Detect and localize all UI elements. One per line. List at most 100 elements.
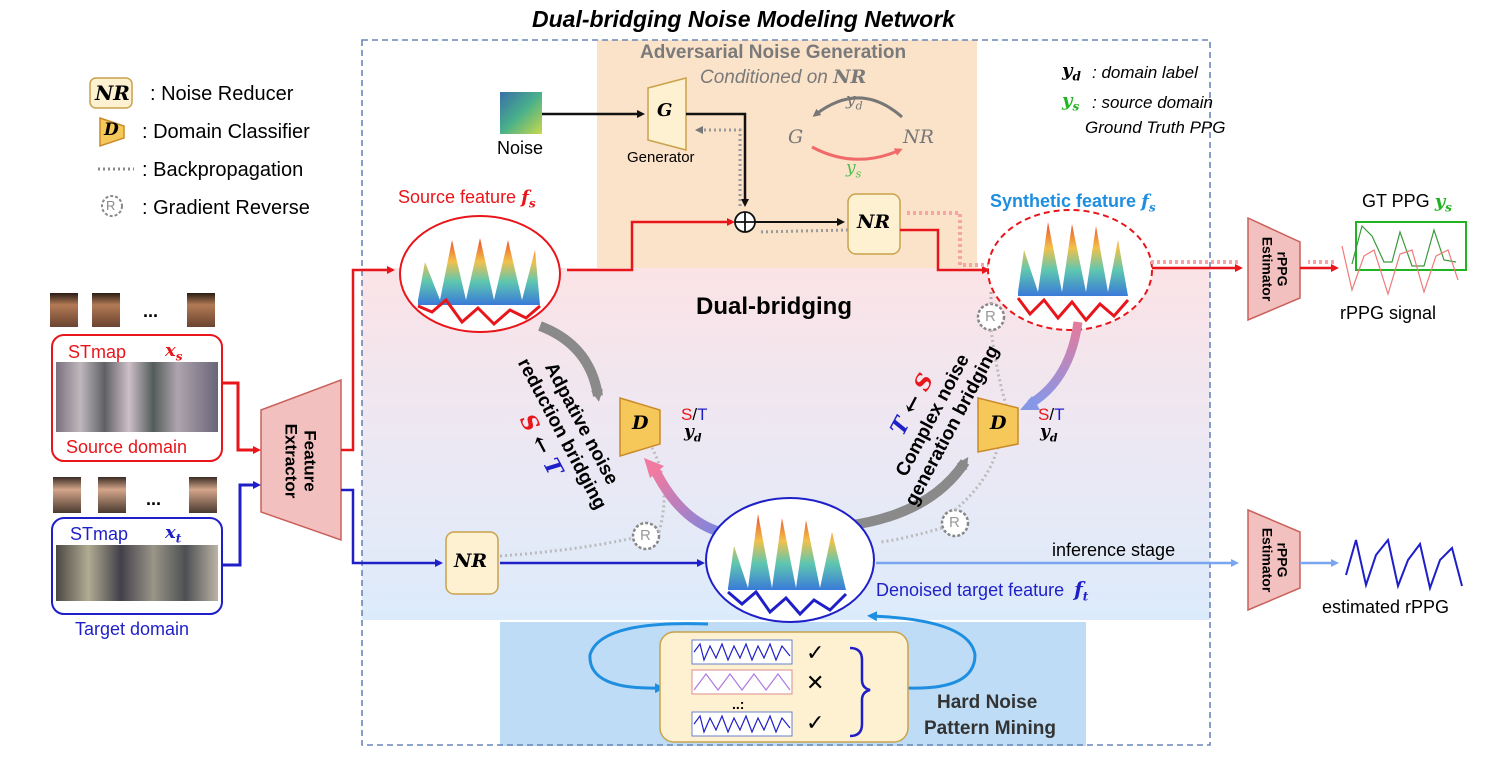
legend-d-text: : Domain Classifier (142, 121, 310, 143)
source-face-2 (92, 293, 120, 327)
gt-ppg-box (1355, 221, 1467, 271)
right-d-backprop (954, 445, 1000, 512)
target-x-symbol: xt (165, 522, 182, 546)
right-d-output-yd: yd (1040, 422, 1058, 445)
hard-noise-label-1: Hard Noise (937, 692, 1038, 713)
estimator-block-top (1247, 216, 1301, 322)
target-faces-dots: ... (146, 489, 162, 509)
gt-ppg-label: GT PPG ys (1362, 191, 1452, 215)
source-domain-label: Source domain (66, 437, 188, 457)
denoised-to-right-d-arrow (845, 456, 970, 531)
source-to-d-arrow (538, 321, 603, 402)
mining-check-1: ✓ (806, 640, 825, 665)
dual-bridging-label: Dual-bridging (696, 293, 852, 320)
source-stmap-label: STmap (68, 342, 127, 362)
legend-nr-text: : Noise Reducer (150, 83, 294, 105)
mining-loop-right (867, 611, 977, 690)
adversarial-subtitle: Conditioned on NR (700, 66, 867, 88)
domain-classifier-left (619, 396, 661, 458)
source-face-3 (187, 293, 215, 327)
target-face-2 (98, 477, 126, 513)
denoised-feature-label: Denoised target feature ft (876, 577, 1089, 604)
g-to-nr-arc (811, 145, 903, 161)
d-right-symbol: D (990, 412, 1007, 434)
synthetic-to-d-arrow (1027, 321, 1083, 408)
loop-g-symbol: G (788, 126, 804, 148)
mining-dots: ..: (732, 696, 745, 712)
domain-classifier-right (977, 397, 1019, 453)
loop-yd-label: yd (846, 90, 863, 113)
notation-yd-text: : domain label (1092, 63, 1198, 82)
rppg-signal-curve (1341, 245, 1459, 297)
r-left-label: R (640, 527, 651, 544)
source-input-arrow (222, 381, 261, 454)
nr-block-bottom (445, 531, 499, 595)
notation-yd-symbol: yd (1062, 60, 1081, 84)
legend-d-icon (99, 116, 125, 148)
source-feature-surface (418, 238, 540, 305)
target-path-arrow (341, 488, 443, 567)
target-stmap-image (56, 545, 218, 601)
legend-backprop-text: : Backpropagation (142, 159, 304, 181)
denoised-to-r-backprop (879, 526, 943, 544)
network-boundary (361, 39, 1211, 746)
source-to-sum-arrow (567, 218, 735, 272)
noise-label: Noise (497, 138, 544, 158)
estimated-rppg-label: estimated rPPG (1322, 597, 1450, 617)
source-faces-dots: ... (143, 301, 159, 321)
source-feature-signal (417, 297, 541, 327)
synthetic-d-backprop (989, 329, 1008, 405)
hard-noise-label-2: Pattern Mining (924, 718, 1056, 739)
mining-loop-left (588, 622, 709, 694)
noise-image (500, 92, 542, 134)
legend-r-text: : Gradient Reverse (142, 197, 310, 219)
mining-brace (849, 646, 871, 738)
nr-bottom-symbol: NR (454, 550, 488, 572)
legend-nr-icon (89, 77, 133, 109)
mining-cross: ✕ (806, 670, 825, 695)
legend-nr-symbol: NR (95, 81, 130, 105)
denoised-feature-signal (727, 589, 848, 617)
loop-ys-label: ys (846, 158, 862, 181)
generator-symbol: G (657, 100, 673, 121)
nr-backprop-line (757, 228, 849, 234)
right-d-output-st: S/T (1038, 405, 1065, 424)
left-d-output-st: S/T (681, 405, 708, 424)
denoised-to-left-d-arrow (650, 467, 722, 537)
target-face-1 (53, 477, 81, 513)
source-x-symbol: xs (165, 340, 183, 364)
notation-ys-text2: Ground Truth PPG (1085, 118, 1226, 137)
legend-r-symbol: R (106, 198, 116, 213)
estimator-block-bottom (1247, 508, 1301, 612)
target-stmap-label: STmap (70, 524, 129, 544)
legend-d-symbol: D (104, 120, 119, 140)
source-feature-label: Source feature fs (398, 187, 536, 211)
estimated-rppg-curve (1345, 537, 1463, 592)
rppg-signal-label: rPPG signal (1340, 303, 1437, 323)
synthetic-feature-label: Synthetic feature fs (990, 191, 1156, 215)
generator-backprop-line (695, 126, 742, 206)
diagram-title: Dual-bridging Noise Modeling Network (532, 6, 955, 32)
gradient-reverse-left (631, 521, 661, 551)
mining-check-2: ✓ (806, 710, 825, 735)
nr-to-g-arc (812, 96, 903, 119)
target-face-3 (189, 477, 217, 513)
d-left-symbol: D (632, 412, 649, 434)
generator-block (647, 77, 687, 151)
nr-block-top (847, 193, 901, 255)
nr-top-symbol: NR (857, 211, 891, 233)
estimator-top-label: rPPG Estimator (1259, 236, 1291, 302)
r-synthetic-label: R (985, 308, 996, 325)
nr-to-r-backprop (499, 536, 634, 558)
denoised-feature-surface (728, 514, 846, 590)
target-input-arrow (222, 481, 261, 567)
nr-to-synthetic-arrow (900, 228, 990, 274)
source-face-1 (50, 293, 78, 327)
synthetic-backprop-line (905, 211, 990, 267)
notation-ys-symbol: ys (1062, 90, 1080, 114)
adversarial-title: Adversarial Noise Generation (640, 42, 907, 63)
gt-ppg-curve (1351, 224, 1457, 267)
feature-extractor-block (260, 378, 342, 542)
